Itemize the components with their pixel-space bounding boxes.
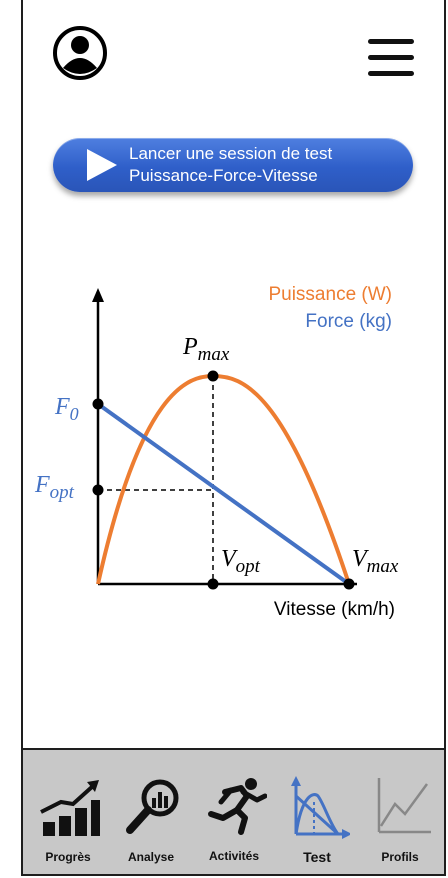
power-force-velocity-diagram: Puissance (W) Force (kg) Pmax F0 Fopt Vo… <box>34 284 399 620</box>
nav-item-profils[interactable]: Profils <box>359 750 441 874</box>
bottom-navigation-bar: Progrès Analyse Activités <box>23 748 444 874</box>
user-avatar-icon <box>53 26 107 80</box>
line-graph-icon <box>377 778 431 834</box>
menu-bar <box>368 39 414 44</box>
profile-avatar-button[interactable] <box>51 24 109 82</box>
f0-label: F0 <box>54 394 79 424</box>
nav-label-profils: Profils <box>381 850 419 864</box>
nav-label-analyse: Analyse <box>127 850 175 864</box>
vmax-label: Vmax <box>352 546 399 577</box>
vopt-point <box>207 578 219 590</box>
nav-label-progres: Progrès <box>45 850 91 864</box>
launch-button-line2: Puissance-Force-Vitesse <box>129 166 318 185</box>
x-axis-label: Vitesse (km/h) <box>274 599 395 620</box>
launch-button-label: Lancer une session de test Puissance-For… <box>129 143 332 187</box>
legend-power: Puissance (W) <box>268 284 392 305</box>
fopt-point <box>92 484 104 496</box>
y-axis-arrow <box>92 288 104 302</box>
phone-frame: Lancer une session de test Puissance-For… <box>21 0 446 876</box>
launch-button-line1: Lancer une session de test <box>129 144 333 163</box>
menu-bar <box>368 71 414 76</box>
force-line <box>96 402 351 586</box>
nav-item-activites[interactable]: Activités <box>193 750 275 874</box>
hamburger-menu-button[interactable] <box>368 38 416 78</box>
launch-test-session-button[interactable]: Lancer une session de test Puissance-For… <box>53 138 413 192</box>
nav-label-test: Test <box>303 849 331 865</box>
magnifier-analysis-icon <box>126 779 179 834</box>
nav-item-progres[interactable]: Progrès <box>27 750 109 874</box>
pmax-point <box>207 370 219 382</box>
pmax-label: Pmax <box>182 334 230 365</box>
fopt-label: Fopt <box>34 472 75 503</box>
nav-item-test[interactable]: Test <box>276 750 358 874</box>
force-velocity-curve-icon <box>291 776 350 839</box>
menu-bar <box>368 55 414 60</box>
vopt-label: Vopt <box>221 546 261 577</box>
nav-item-analyse[interactable]: Analyse <box>110 750 192 874</box>
play-icon <box>87 149 117 181</box>
nav-label-activites: Activités <box>208 849 260 863</box>
running-person-icon <box>208 778 267 835</box>
bar-chart-growth-icon <box>40 780 100 836</box>
f0-point <box>92 398 104 410</box>
vmax-point <box>343 578 355 590</box>
legend-force: Force (kg) <box>305 311 392 332</box>
